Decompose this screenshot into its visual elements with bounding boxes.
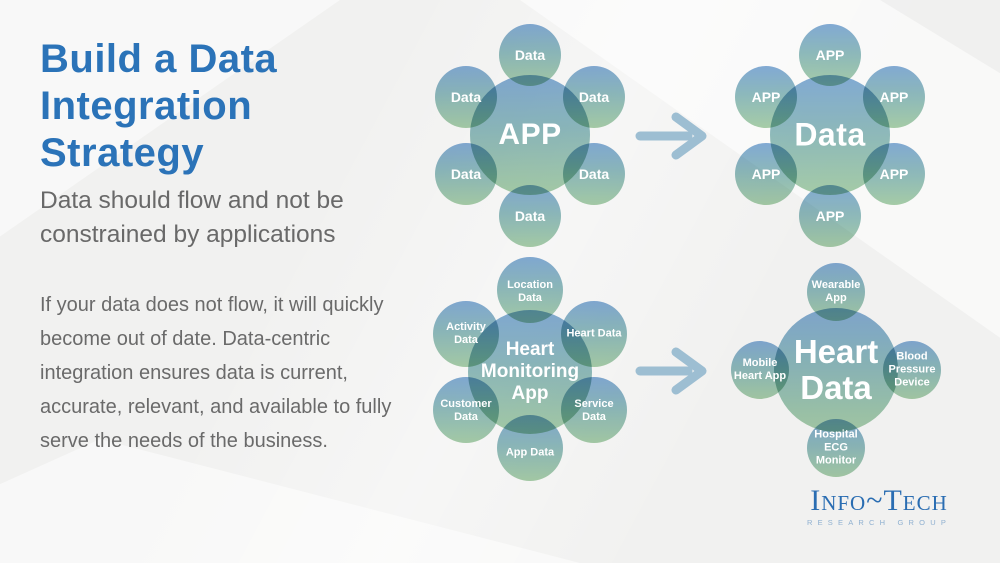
satellite-label: Wearable App (811, 279, 861, 304)
center-label: Heart Data (793, 333, 879, 406)
satellite-label: APP (751, 89, 781, 105)
satellite-label: Location Data (507, 279, 553, 304)
satellite-label: Data (450, 89, 482, 105)
satellite-label: Data (578, 89, 610, 105)
center-label: APP (498, 118, 562, 151)
title-line-2: Integration (40, 84, 253, 128)
satellite-circle (799, 185, 861, 247)
title-line-3: Strategy (40, 131, 205, 175)
satellite-circle (499, 185, 561, 247)
right-arrow-icon (635, 347, 707, 395)
satellite-label: APP (751, 166, 781, 182)
title-line-1: Build a Data (40, 37, 278, 81)
center-circle (770, 75, 890, 195)
right-arrow-icon (635, 112, 707, 160)
logo-wordmark: Info~Tech (810, 484, 948, 517)
logo-subtext: RESEARCH GROUP (806, 518, 952, 527)
center-circle (774, 308, 898, 432)
satellite-label: Activity Data (446, 321, 486, 346)
satellite-label: APP (815, 47, 845, 63)
subtitle: Data should flow and not be constrained … (40, 184, 440, 252)
subtitle-line-2: constrained by applications (40, 221, 336, 248)
diagram-data-centric: Data APP APP APP APP APP APP (710, 15, 950, 255)
satellite-label: Heart Data (566, 327, 622, 340)
diagram-app-centric: APP Data Data Data Data Data Data (410, 15, 650, 255)
diagram-heart-monitoring-app: Heart Monitoring App Location Data Activ… (410, 252, 650, 492)
satellite-label: Data (450, 166, 482, 182)
center-label: Data (794, 116, 866, 153)
satellite-label: Service Data (574, 398, 614, 423)
center-circle (470, 75, 590, 195)
satellite-label: Mobile Heart App (733, 357, 787, 382)
center-label: Heart Monitoring App (480, 339, 580, 404)
satellite-label: APP (879, 166, 909, 182)
subtitle-line-1: Data should flow and not be (40, 187, 344, 214)
satellite-label: Data (514, 208, 546, 224)
center-circle (468, 310, 592, 434)
infotech-logo: Info~Tech RESEARCH GROUP (793, 484, 965, 528)
satellite-label: APP (815, 208, 845, 224)
satellite-label: App Data (505, 446, 555, 459)
satellite-label: Data (514, 47, 546, 63)
satellite-label: Data (578, 166, 610, 182)
satellite-label: Hospital ECG Monitor (814, 428, 858, 467)
satellite-label: Customer Data (440, 398, 492, 423)
diagram-heart-data: Heart Data Wearable App Mobile Heart App… (716, 250, 956, 490)
satellite-label: APP (879, 89, 909, 105)
satellite-label: Blood Pressure Device (888, 350, 936, 389)
page-title: Build a Data Integration Strategy (40, 36, 380, 177)
body-paragraph: If your data does not flow, it will quic… (40, 294, 392, 452)
